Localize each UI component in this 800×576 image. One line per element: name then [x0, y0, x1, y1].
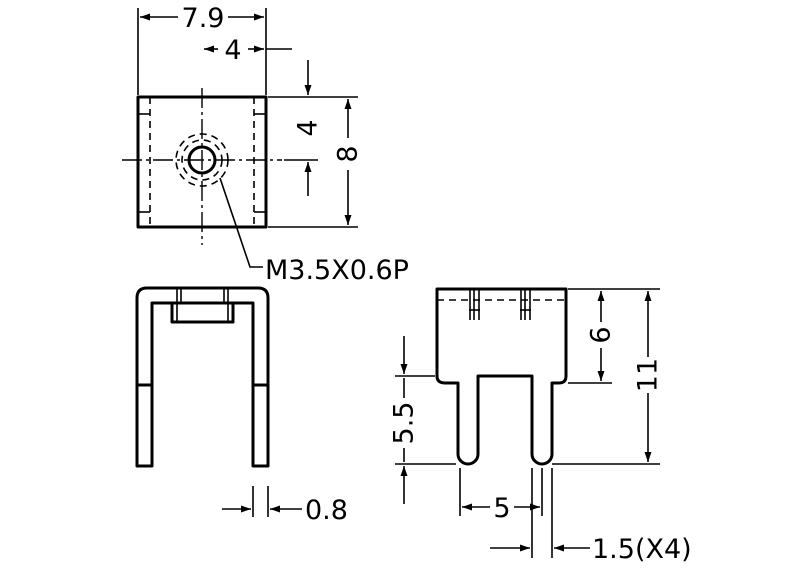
- side-view: [435, 287, 568, 466]
- side-view-outline: [435, 287, 568, 466]
- dim-label-pin-width: 1.5(X4): [592, 534, 692, 565]
- front-view-outline: [135, 286, 270, 468]
- dim-label-total-height: 11: [633, 358, 664, 392]
- dim-hole-vertical: 4: [268, 60, 358, 196]
- dim-thickness: 0.8: [222, 486, 348, 526]
- dim-hole-offset: 4: [204, 35, 292, 66]
- thread-callout: M3.5X0.6P: [265, 255, 409, 286]
- dim-label-hole-vertical: 4: [293, 119, 324, 136]
- threaded-hole: [187, 145, 217, 175]
- dim-label-top-height: 8: [333, 145, 364, 162]
- dim-pin-width: 1.5(X4): [490, 468, 692, 565]
- front-view: [135, 286, 270, 468]
- thread-leader: [219, 177, 263, 268]
- dim-label-thickness: 0.8: [305, 495, 348, 526]
- top-view: [122, 88, 282, 268]
- dim-total-height: 11: [633, 291, 664, 462]
- dim-pin-length: 5.5: [389, 336, 456, 504]
- dim-body-height: 6: [586, 291, 617, 381]
- dim-label-pin-length: 5.5: [389, 402, 420, 445]
- dim-label-top-width: 7.9: [182, 3, 225, 34]
- dim-pin-spacing: 5: [459, 468, 543, 524]
- dim-top-height: 8: [268, 99, 364, 228]
- dim-top-width: 7.9: [137, 3, 267, 95]
- dim-label-pin-spacing: 5: [493, 493, 510, 524]
- dim-label-hole-offset: 4: [224, 35, 241, 66]
- dim-label-body-height: 6: [586, 326, 617, 343]
- nut: [170, 301, 235, 324]
